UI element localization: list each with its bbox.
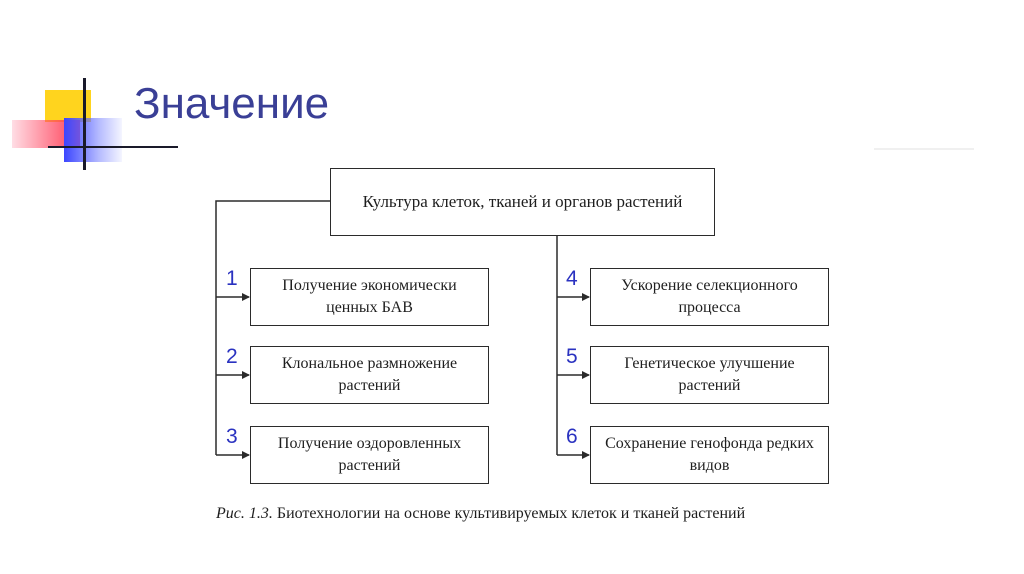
figure-caption: Рис. 1.3. Биотехнологии на основе культи… bbox=[216, 505, 896, 523]
branch-node-1: Получение экономически ценных БАВ bbox=[250, 268, 489, 326]
branch-number-5: 5 bbox=[566, 345, 578, 368]
branch-number-6: 6 bbox=[566, 425, 578, 448]
branch-node-5: Генетическое улучшение растений bbox=[590, 346, 829, 404]
connector-left-trunk bbox=[215, 200, 330, 455]
logo-horizontal-line bbox=[48, 146, 178, 148]
branch-node-4: Ускорение селекционного процесса bbox=[590, 268, 829, 326]
root-node: Культура клеток, тканей и органов растен… bbox=[330, 168, 715, 236]
branch-number-2: 2 bbox=[226, 345, 238, 368]
branch-number-4: 4 bbox=[566, 267, 578, 290]
title-divider bbox=[874, 148, 974, 150]
figure-caption-text: Биотехнологии на основе культивируемых к… bbox=[272, 505, 746, 522]
branch-node-2: Клональное размножение растений bbox=[250, 346, 489, 404]
branch-node-3: Получение оздоровленных растений bbox=[250, 426, 489, 484]
logo-blue-square bbox=[64, 118, 122, 162]
figure-caption-label: Рис. 1.3. bbox=[216, 505, 273, 522]
branch-node-6: Сохранение генофонда редких видов bbox=[590, 426, 829, 484]
branch-number-1: 1 bbox=[226, 267, 238, 290]
branch-number-3: 3 bbox=[226, 425, 238, 448]
logo-vertical-line bbox=[83, 78, 86, 170]
slide-title: Значение bbox=[134, 79, 330, 128]
